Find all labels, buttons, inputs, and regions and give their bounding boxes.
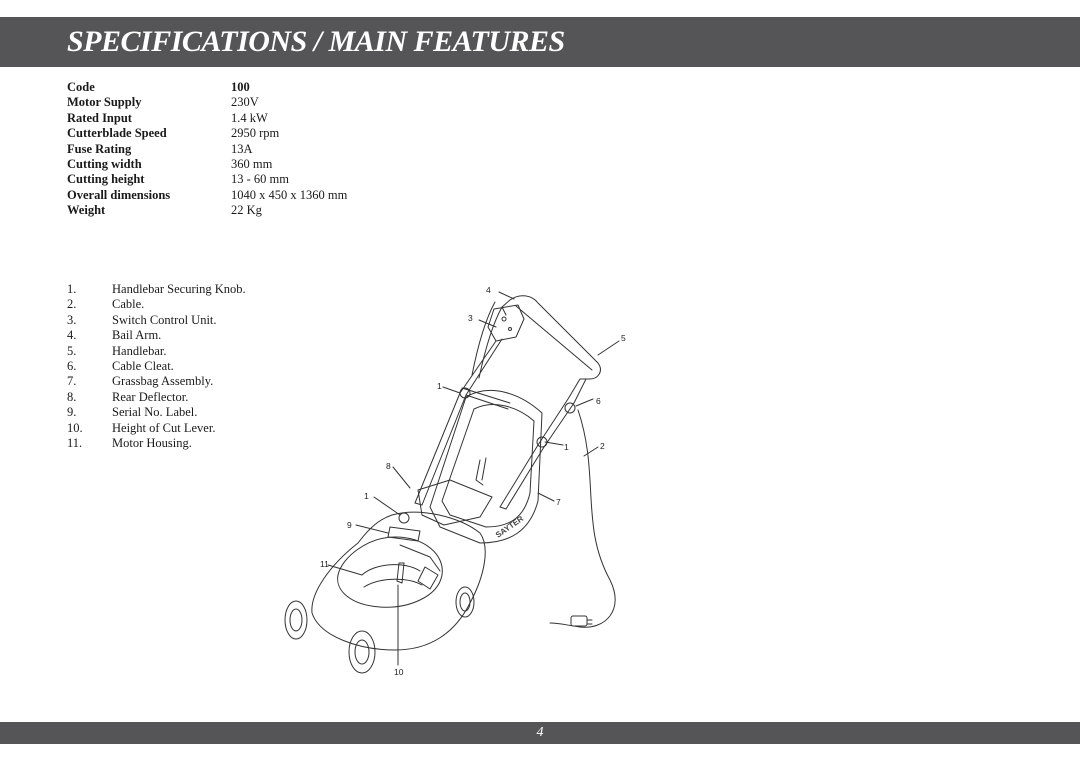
callout-label: 1 — [364, 491, 369, 501]
serial-label-shape — [387, 526, 421, 542]
list-item: 1. Handlebar Securing Knob. — [67, 282, 246, 297]
part-label: Grassbag Assembly. — [112, 374, 214, 389]
wheel-rear-right — [455, 586, 475, 618]
part-number: 3. — [67, 312, 77, 327]
callout-label: 6 — [596, 396, 601, 406]
wheel-front-right — [348, 630, 376, 674]
list-item: 5. Handlebar. — [67, 344, 246, 359]
part-label: Serial No. Label. — [112, 405, 198, 420]
spec-value: 13A — [231, 141, 253, 156]
header-bar — [0, 17, 1080, 67]
spec-label: Weight — [67, 203, 106, 218]
spec-row: Rated Input 1.4 kW — [67, 111, 347, 126]
grassbag-shape — [429, 390, 543, 544]
part-number: 4. — [67, 328, 77, 343]
spec-value: 22 Kg — [231, 203, 262, 218]
spec-value: 100 — [231, 80, 250, 94]
cable-line — [549, 409, 616, 628]
part-number: 2. — [67, 297, 77, 312]
motor-housing-shape — [311, 511, 486, 651]
spec-value: 1040 x 450 x 1360 mm — [231, 187, 348, 202]
list-item: 2. Cable. — [67, 297, 246, 312]
part-number: 1. — [67, 282, 77, 296]
specifications-table: Code 100 Motor Supply 230V Rated Input 1… — [67, 80, 347, 219]
callout-label: 11 — [320, 559, 329, 569]
spec-row: Cutterblade Speed 2950 rpm — [67, 126, 347, 141]
part-number: 9. — [67, 405, 77, 420]
callout-label: 8 — [386, 461, 391, 471]
bail-arm-shape — [471, 301, 496, 376]
callout-label: 1 — [437, 381, 442, 391]
spec-label: Rated Input — [67, 110, 132, 125]
spec-label: Cutting width — [67, 157, 142, 172]
part-label: Height of Cut Lever. — [112, 420, 216, 435]
part-number: 8. — [67, 389, 77, 404]
height-lever-shape — [396, 562, 405, 584]
part-number: 11. — [67, 435, 83, 450]
part-number: 10. — [67, 420, 83, 435]
list-item: 11. Motor Housing. — [67, 436, 246, 451]
spec-label: Overall dimensions — [67, 187, 171, 202]
spec-row: Code 100 — [67, 80, 347, 95]
diagram-callouts: 4 3 5 1 6 1 2 8 7 1 9 11 10 SAYTER — [320, 285, 626, 677]
part-number: 5. — [67, 343, 77, 358]
page-number: 4 — [536, 725, 544, 740]
cable-cleat — [564, 402, 576, 414]
callout-label: 3 — [468, 313, 473, 323]
plug-shape — [570, 615, 588, 627]
list-item: 9. Serial No. Label. — [67, 405, 246, 420]
list-item: 4. Bail Arm. — [67, 328, 246, 343]
switch-control-shape — [487, 304, 525, 342]
spec-label: Cutterblade Speed — [67, 126, 167, 141]
spec-value: 2950 rpm — [231, 126, 280, 141]
callout-label: 7 — [556, 497, 561, 507]
list-item: 7. Grassbag Assembly. — [67, 374, 246, 389]
lawnmower-diagram: 4 3 5 1 6 1 2 8 7 1 9 11 10 SAYTER — [284, 285, 626, 677]
part-label: Bail Arm. — [112, 328, 162, 343]
spec-value: 360 mm — [231, 157, 273, 172]
wheel-front-left — [284, 600, 308, 640]
list-item: 10. Height of Cut Lever. — [67, 421, 246, 436]
spec-label: Code — [67, 80, 95, 94]
callout-label: 5 — [621, 333, 626, 343]
spec-label: Fuse Rating — [67, 141, 132, 156]
list-item: 8. Rear Deflector. — [67, 390, 246, 405]
spec-value: 1.4 kW — [231, 110, 268, 125]
page-title: SPECIFICATIONS / MAIN FEATURES — [67, 25, 565, 58]
spec-row: Motor Supply 230V — [67, 95, 347, 110]
callout-label: 1 — [564, 442, 569, 452]
part-label: Rear Deflector. — [112, 389, 189, 404]
spec-label: Motor Supply — [67, 95, 142, 110]
part-label: Handlebar. — [112, 343, 167, 358]
callout-label: 10 — [394, 667, 404, 677]
spec-row: Cutting width 360 mm — [67, 157, 347, 172]
spec-row: Weight 22 Kg — [67, 203, 347, 218]
spec-row: Overall dimensions 1040 x 450 x 1360 mm — [67, 188, 347, 203]
part-label: Cable Cleat. — [112, 358, 174, 373]
callout-label: 9 — [347, 520, 352, 530]
callout-label: 4 — [486, 285, 491, 295]
part-label: Switch Control Unit. — [112, 312, 217, 327]
part-label: Cable. — [112, 297, 145, 312]
spec-label: Cutting height — [67, 172, 145, 187]
handlebar-shape — [509, 295, 601, 380]
spec-row: Fuse Rating 13A — [67, 142, 347, 157]
securing-knob — [398, 512, 410, 524]
footer-bar — [0, 722, 1080, 744]
part-label: Motor Housing. — [112, 435, 192, 450]
part-label: Handlebar Securing Knob. — [112, 282, 246, 296]
list-item: 3. Switch Control Unit. — [67, 313, 246, 328]
parts-list: 1. Handlebar Securing Knob. 2. Cable. 3. Sw… — [67, 282, 246, 451]
spec-value: 13 - 60 mm — [231, 172, 289, 187]
part-number: 6. — [67, 358, 77, 373]
brand-label: SAYTER — [494, 514, 525, 540]
callout-label: 2 — [600, 441, 605, 451]
list-item: 6. Cable Cleat. — [67, 359, 246, 374]
spec-row: Cutting height 13 - 60 mm — [67, 172, 347, 187]
spec-value: 230V — [231, 95, 259, 110]
rear-deflector-shape — [417, 479, 493, 526]
part-number: 7. — [67, 374, 77, 389]
